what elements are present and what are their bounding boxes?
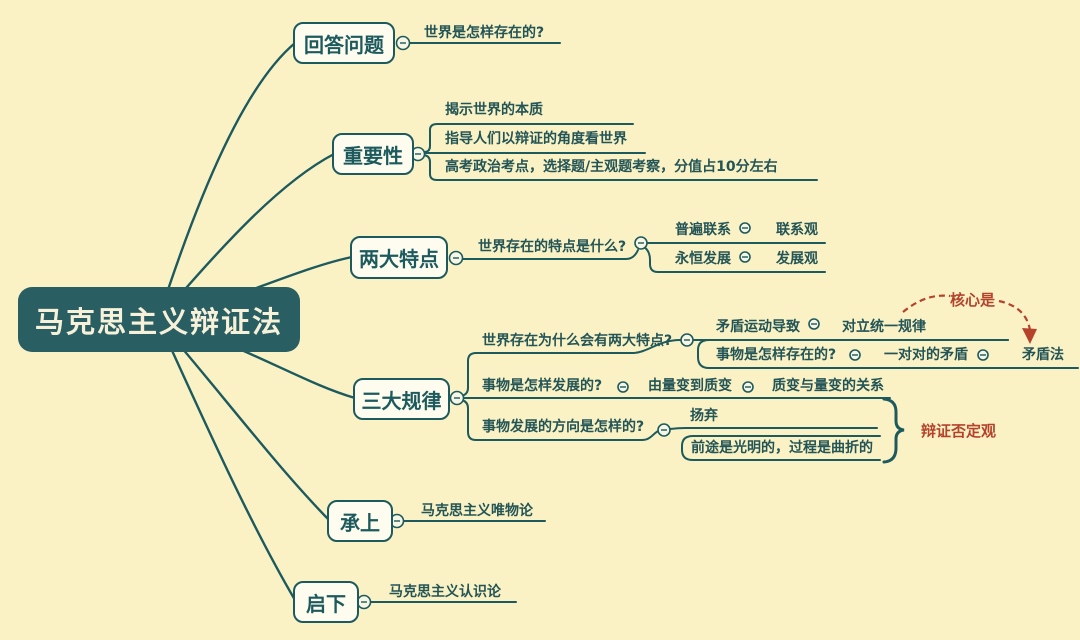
node-bright-future-winding-path[interactable]: 前途是光明的，过程是曲折的 — [691, 440, 873, 456]
node-marxist-epistemology[interactable]: 马克思主义认识论 — [389, 584, 501, 600]
node-world-feature-question[interactable]: 世界存在的特点是什么? — [478, 239, 627, 255]
branch-importance[interactable]: 重要性 — [332, 133, 414, 175]
node-quantity-to-quality[interactable]: 由量变到质变 — [648, 378, 732, 394]
core-arrow-icon — [902, 294, 1037, 344]
node-unity-of-opposites-law[interactable]: 对立统一规律 — [842, 319, 926, 335]
node-development-view[interactable]: 发展观 — [776, 251, 818, 267]
branch-three-laws[interactable]: 三大规律 — [353, 378, 450, 420]
node-marxist-materialism[interactable]: 马克思主义唯物论 — [421, 503, 533, 519]
node-guide-dialectic-view[interactable]: 指导人们以辩证的角度看世界 — [445, 131, 627, 147]
node-how-world-exists[interactable]: 世界是怎样存在的? — [424, 25, 545, 41]
node-development-direction[interactable]: 事物发展的方向是怎样的? — [482, 419, 645, 435]
node-pairs-of-contradictions[interactable]: 一对对的矛盾 — [884, 347, 968, 363]
collapse-icons — [356, 35, 989, 610]
core-note-label[interactable]: 核心是 — [950, 291, 996, 309]
branch-lines — [369, 42, 1079, 603]
node-reveal-essence[interactable]: 揭示世界的本质 — [445, 102, 543, 118]
root-node[interactable]: 马克思主义辩证法 — [18, 287, 300, 352]
node-sublation[interactable]: 扬弃 — [690, 408, 718, 424]
node-contradiction-method[interactable]: 矛盾法 — [1022, 347, 1064, 363]
branch-leads-down[interactable]: 启下 — [293, 581, 359, 623]
node-connection-view[interactable]: 联系观 — [776, 222, 818, 238]
branch-two-features[interactable]: 两大特点 — [350, 236, 448, 279]
dialectical-negation-label[interactable]: 辩证否定观 — [921, 422, 997, 440]
node-contradiction-motion[interactable]: 矛盾运动导致 — [716, 319, 800, 335]
node-quality-quantity-relation[interactable]: 质变与量变的关系 — [772, 378, 884, 394]
node-how-things-exist[interactable]: 事物是怎样存在的? — [716, 347, 837, 363]
node-universal-connection[interactable]: 普遍联系 — [675, 222, 731, 238]
node-eternal-development[interactable]: 永恒发展 — [675, 251, 731, 267]
node-gaokao-points[interactable]: 高考政治考点，选择题/主观题考察，分值占10分左右 — [445, 159, 778, 175]
node-how-things-develop[interactable]: 事物是怎样发展的? — [482, 378, 603, 394]
branch-answer-question[interactable]: 回答问题 — [293, 22, 395, 64]
brace-icon — [882, 397, 905, 464]
branch-links-up[interactable]: 承上 — [327, 500, 393, 542]
node-why-two-features[interactable]: 世界存在为什么会有两大特点? — [482, 333, 673, 349]
